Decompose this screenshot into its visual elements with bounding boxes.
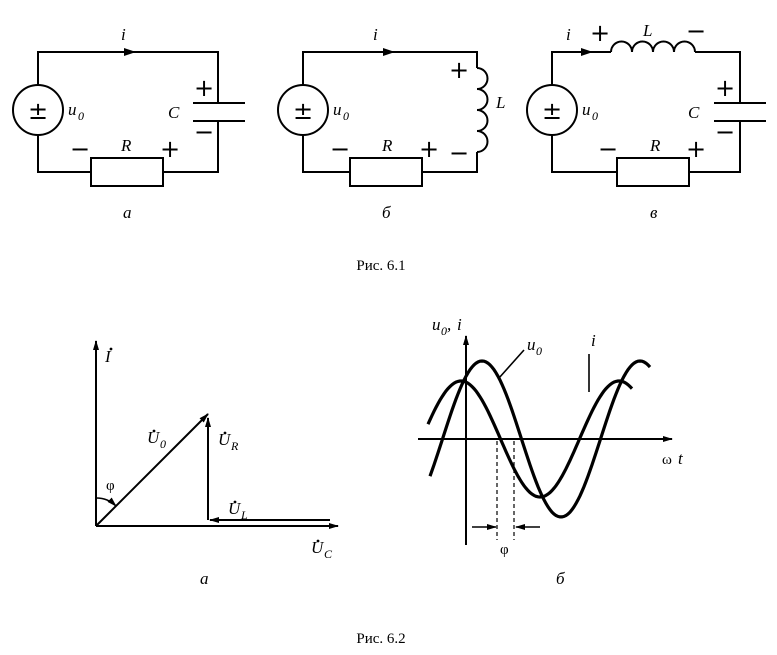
phasor-U0-sub: 0 <box>160 437 166 451</box>
phasor-UC-sub: C <box>324 547 333 561</box>
circuit-a-current-label: i <box>121 25 126 44</box>
circuit-a-cap-minus: − <box>194 118 214 146</box>
circuit-c-res-minus: − <box>598 135 618 163</box>
circuit-c-ind-plus: + <box>590 19 610 47</box>
circuit-c-cap-minus: − <box>715 118 735 146</box>
circuit-c-ind-minus: − <box>686 17 706 45</box>
phasor-UR-sub: R <box>230 439 239 453</box>
circuit-b-res-label: R <box>381 136 393 155</box>
phasor-sublabel: а <box>200 569 209 588</box>
phasor-UC-dot <box>316 539 320 543</box>
fig61-caption: Рис. 6.1 <box>356 258 405 274</box>
circuit-c-inductor <box>610 40 696 53</box>
circuit-b-res-plus: + <box>419 135 439 163</box>
circuit-a-source <box>12 84 64 136</box>
phasor-I-dot <box>109 347 113 351</box>
phasor-UL-label: U <box>228 499 242 518</box>
phasor-U0-dot <box>152 429 156 433</box>
circuit-c-source <box>526 84 578 136</box>
circuit-c-res-label: R <box>649 136 661 155</box>
curve-i-label: i <box>591 331 596 350</box>
curve-u0-label: u <box>527 335 536 354</box>
curve-u0 <box>428 359 652 519</box>
circuit-a-source-symbol: ± <box>28 97 48 125</box>
phasor-UR-dot <box>223 431 227 435</box>
phasor-phi-label: φ <box>106 478 115 494</box>
fig62-caption: Рис. 6.2 <box>356 631 405 647</box>
circuit-a-source-sub: 0 <box>78 109 84 123</box>
circuit-a-res-plus: + <box>160 135 180 163</box>
phasor-UC-label: U <box>311 538 325 557</box>
wave-sublabel: б <box>556 569 565 588</box>
circuit-a-res-label: R <box>120 136 132 155</box>
circuit-b: i ± u 0 L + − R − + б <box>277 25 505 222</box>
circuit-c-current-label: i <box>566 25 571 44</box>
circuit-c-source-label: u <box>582 100 591 119</box>
curve-i <box>426 379 634 499</box>
phasor-I-label: I <box>104 347 112 366</box>
circuit-a-cap-label: C <box>168 103 180 122</box>
wave-ylabel-u-sub: 0 <box>441 324 447 338</box>
circuit-c-source-symbol: ± <box>542 97 562 125</box>
circuit-a-res-minus: − <box>70 135 90 163</box>
circuit-a-cap-plus: + <box>194 74 214 102</box>
circuit-c: i ± u 0 L + − C + − R − + в <box>526 17 766 222</box>
phasor-U0-label: U <box>147 428 161 447</box>
circuit-a-source-label: u <box>68 100 77 119</box>
circuit-c-sublabel: в <box>650 203 658 222</box>
waveform-plot: u 0 , i u 0 i ω t φ б <box>418 315 684 588</box>
phasor-diagram: I U C U 0 U R U L φ а <box>93 340 339 588</box>
wave-ylabel-sep: , <box>447 315 451 334</box>
circuit-b-source-sub: 0 <box>343 109 349 123</box>
circuit-b-ind-minus: − <box>449 139 469 167</box>
circuit-c-cap-label: C <box>688 103 700 122</box>
circuit-a: i ± u 0 C + − R − + а <box>12 25 245 222</box>
phasor-UL-sub: L <box>240 508 248 522</box>
circuit-b-ind-label: L <box>495 93 505 112</box>
phasor-UR-label: U <box>218 430 232 449</box>
wave-xlabel-omega: ω <box>662 452 672 468</box>
wave-ylabel-i: i <box>457 315 462 334</box>
circuit-c-source-sub: 0 <box>592 109 598 123</box>
circuit-b-current-label: i <box>373 25 378 44</box>
circuit-b-res-minus: − <box>330 135 350 163</box>
circuit-b-resistor <box>349 157 423 187</box>
curve-u0-label-sub: 0 <box>536 344 542 358</box>
circuit-c-res-plus: + <box>686 135 706 163</box>
circuit-a-resistor <box>90 157 164 187</box>
circuit-b-inductor <box>476 67 489 153</box>
circuit-c-wire <box>551 51 741 173</box>
phasor-U0 <box>95 413 209 527</box>
phasor-phi-arc <box>95 497 117 507</box>
phasor-UL-dot <box>233 500 237 504</box>
circuit-a-sublabel: а <box>123 203 132 222</box>
wave-phi-label: φ <box>500 542 509 558</box>
circuit-b-ind-plus: + <box>449 56 469 84</box>
circuit-b-source-symbol: ± <box>293 97 313 125</box>
curve-u0-leader <box>498 349 525 379</box>
circuit-c-cap-plus: + <box>715 74 735 102</box>
circuit-b-source <box>277 84 329 136</box>
wave-xlabel-t: t <box>678 449 684 468</box>
circuit-c-resistor <box>616 157 690 187</box>
wave-ylabel-u: u <box>432 315 441 334</box>
circuit-b-source-label: u <box>333 100 342 119</box>
circuit-b-sublabel: б <box>382 203 391 222</box>
circuit-c-ind-label: L <box>642 21 652 40</box>
